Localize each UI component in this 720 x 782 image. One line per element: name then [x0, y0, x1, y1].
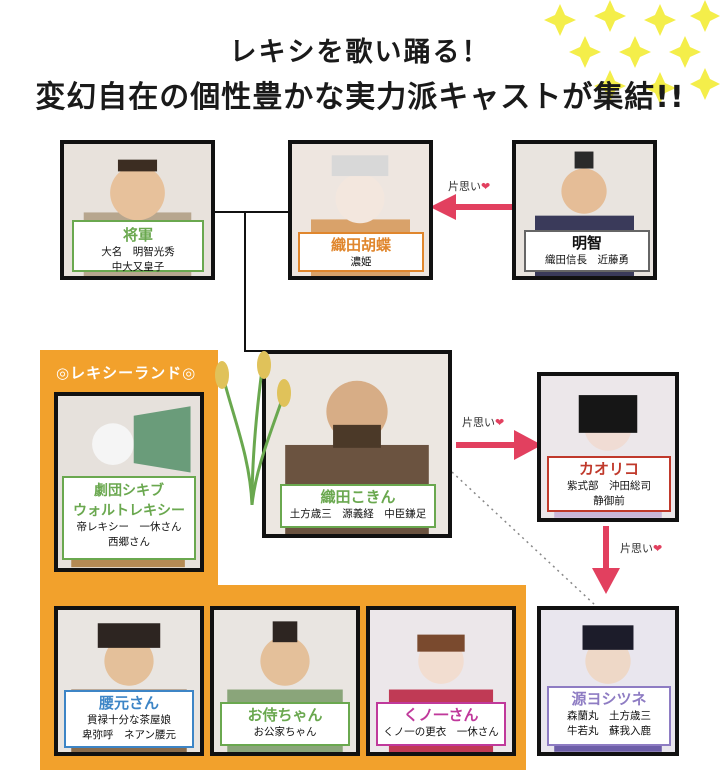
actor-yoshitsune-1: 森蘭丸 土方歳三: [567, 710, 651, 722]
rice-plant-icon: [215, 351, 291, 505]
lexi-land-title: ◎レキシーランド◎: [56, 364, 197, 382]
card-gekidan: 劇団シキブ ウォルトレキシー 帝レキシー 一休さん 西郷さん: [54, 392, 204, 572]
actor-gekidan-1: 帝レキシー 一休さん: [76, 521, 182, 533]
actor-kunoichi-1: くノ一の更衣 一休さん: [383, 726, 499, 738]
name-akechi: 明智: [571, 234, 602, 252]
actor-kaoriko-1: 紫式部 沖田総司: [567, 480, 651, 492]
kataomoi-label-2: 片思い❤: [462, 416, 505, 429]
name-gekidan-2: ウォルトレキシー: [73, 503, 185, 519]
name-koshimoto: 腰元さん: [98, 694, 159, 712]
label-kokin: 織田こきん 土方歳三 源義経 中臣鎌足: [280, 484, 436, 528]
actor-shogun-2: 中大又皇子: [111, 261, 165, 273]
label-osamurai: お侍ちゃん お公家ちゃん: [220, 702, 350, 746]
name-kaoriko: カオリコ: [578, 460, 639, 478]
actor-kocho-1: 濃姫: [350, 256, 372, 268]
kataomoi-label-1: 片思い❤: [448, 180, 491, 193]
card-yoshitsune: 源ヨシツネ 森蘭丸 土方歳三 牛若丸 蘇我入鹿: [537, 606, 679, 756]
connector-shogun-kocho: [212, 211, 292, 213]
heart-icon: ❤: [495, 416, 505, 429]
headline-line-1: レキシを歌い踊る！: [229, 37, 491, 68]
name-kunoichi: くノ一さん: [403, 706, 479, 724]
actor-shogun-1: 大名 明智光秀: [101, 246, 175, 258]
label-kunoichi: くノ一さん くノ一の更衣 一休さん: [376, 702, 506, 746]
card-kocho: 織田胡蝶 濃姫: [288, 140, 433, 280]
name-kokin: 織田こきん: [320, 488, 396, 506]
name-kocho: 織田胡蝶: [330, 236, 391, 254]
actor-akechi-1: 織田信長 近藤勇: [545, 254, 629, 266]
name-shogun: 将軍: [122, 226, 153, 244]
actor-koshimoto-2: 卑弥呼 ネアン腰元: [81, 729, 177, 741]
label-akechi: 明智 織田信長 近藤勇: [524, 230, 650, 272]
label-yoshitsune: 源ヨシツネ 森蘭丸 土方歳三 牛若丸 蘇我入鹿: [547, 686, 671, 746]
name-osamurai: お侍ちゃん: [247, 706, 323, 724]
actor-kaoriko-2: 静御前: [593, 495, 625, 507]
actor-kokin-1: 土方歳三 源義経 中臣鎌足: [289, 508, 427, 520]
name-gekidan: 劇団シキブ: [94, 483, 164, 499]
heart-icon: ❤: [481, 180, 491, 193]
dotted-link: [451, 471, 596, 606]
arrow-akechi-to-kocho: [430, 194, 516, 220]
card-kunoichi: くノ一さん くノ一の更衣 一休さん: [366, 606, 516, 756]
card-kokin: 織田こきん 土方歳三 源義経 中臣鎌足: [262, 350, 452, 538]
kataomoi-label-3: 片思い❤: [620, 542, 663, 555]
connector-to-kokin: [244, 350, 266, 352]
card-shogun: 将軍 大名 明智光秀 中大又皇子: [60, 140, 215, 280]
card-osamurai: お侍ちゃん お公家ちゃん: [210, 606, 360, 756]
decorative-stars: [544, 0, 720, 104]
actor-osamurai-1: お公家ちゃん: [253, 726, 317, 738]
headline-line-2: 変幻自在の個性豊かな実力派キャストが集結!!: [35, 80, 685, 115]
name-yoshitsune: 源ヨシツネ: [571, 690, 647, 708]
label-koshimoto: 腰元さん 貫禄十分な茶屋娘 卑弥呼 ネアン腰元: [64, 690, 194, 748]
label-kocho: 織田胡蝶 濃姫: [298, 232, 424, 272]
arrow-kokin-to-kaoriko: [456, 430, 542, 460]
label-kaoriko: カオリコ 紫式部 沖田総司 静御前: [547, 456, 671, 512]
actor-yoshitsune-2: 牛若丸 蘇我入鹿: [567, 725, 651, 737]
label-shogun: 将軍 大名 明智光秀 中大又皇子: [72, 220, 204, 273]
connector-vertical: [244, 211, 246, 351]
card-akechi: 明智 織田信長 近藤勇: [512, 140, 657, 280]
arrow-kaoriko-to-yoshitsune: [592, 526, 620, 594]
label-gekidan: 劇団シキブ ウォルトレキシー 帝レキシー 一休さん 西郷さん: [62, 476, 196, 560]
card-koshimoto: 腰元さん 貫禄十分な茶屋娘 卑弥呼 ネアン腰元: [54, 606, 204, 756]
heart-icon: ❤: [653, 542, 663, 555]
actor-gekidan-2: 西郷さん: [108, 536, 150, 548]
card-kaoriko: カオリコ 紫式部 沖田総司 静御前: [537, 372, 679, 522]
actor-koshimoto-1: 貫禄十分な茶屋娘: [87, 714, 171, 726]
